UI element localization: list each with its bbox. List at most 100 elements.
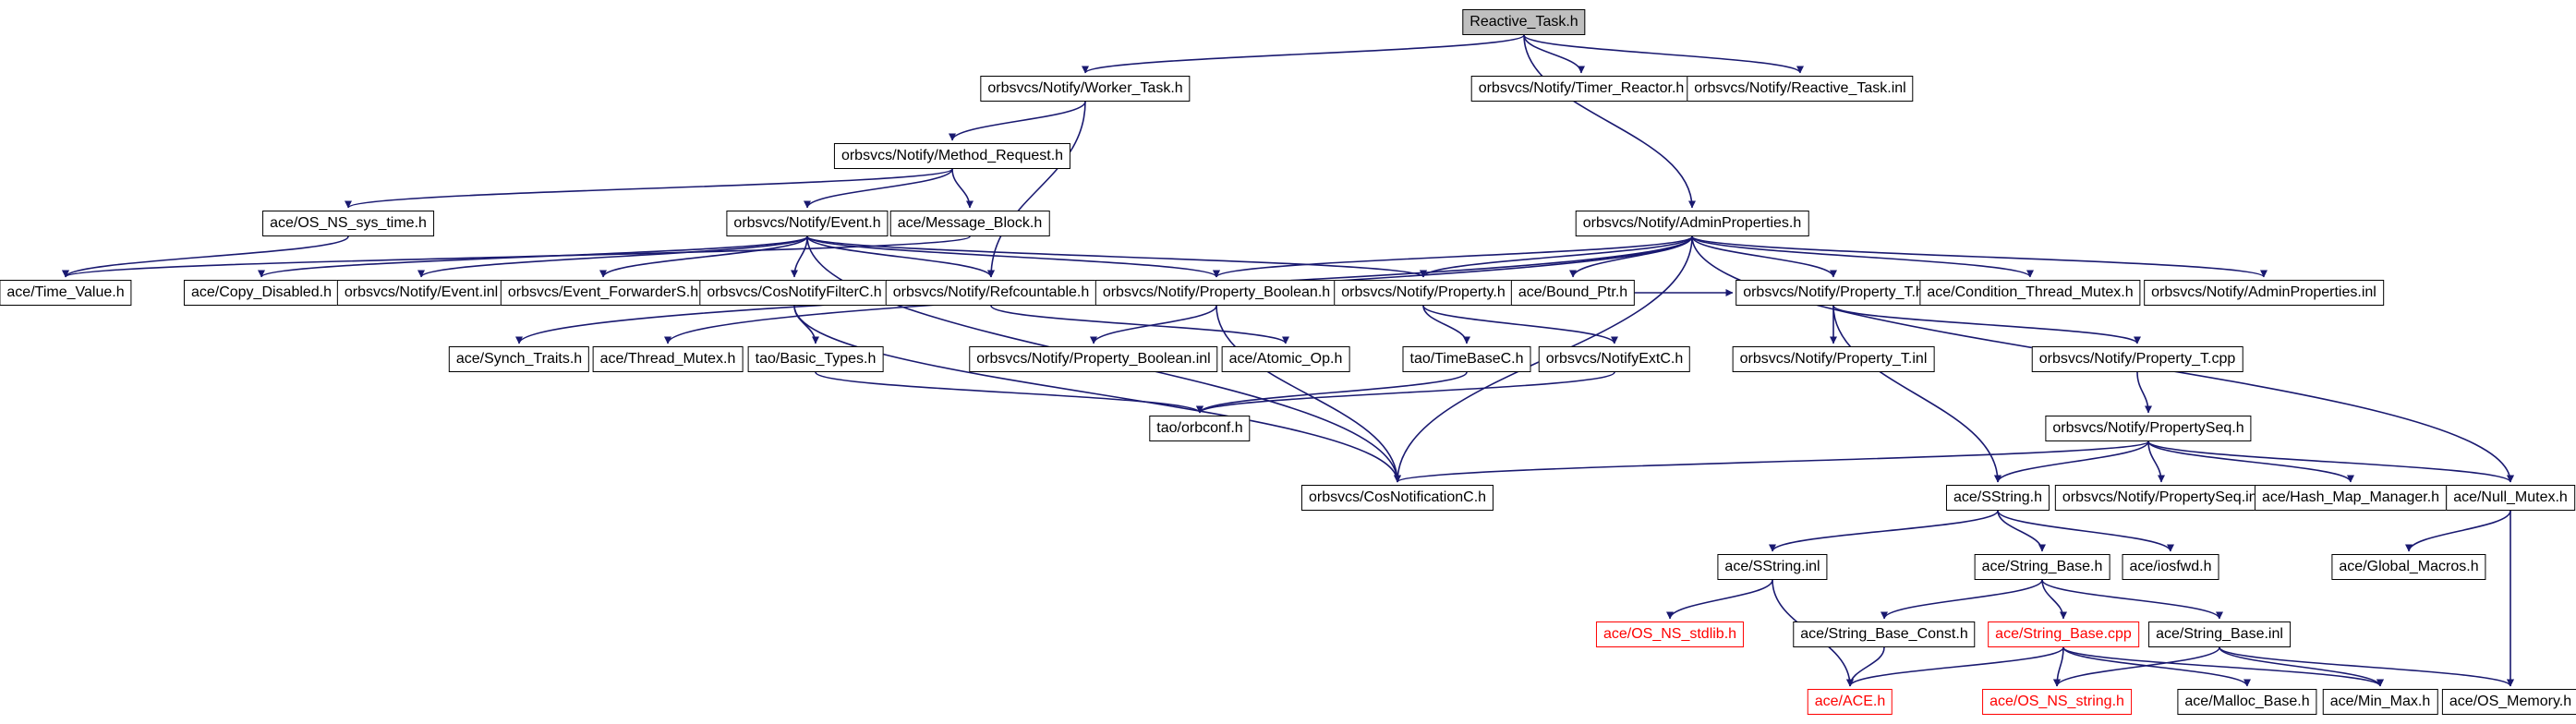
graph-edge-admin_properties_h--admin_properties_inl — [1691, 235, 2268, 278]
graph-node-propertyseq_inl[interactable]: orbsvcs/Notify/PropertySeq.inl — [2054, 485, 2268, 512]
graph-node-worker_task_h[interactable]: orbsvcs/Notify/Worker_Task.h — [980, 76, 1191, 103]
graph-node-admin_properties_inl[interactable]: orbsvcs/Notify/AdminProperties.inl — [2144, 280, 2384, 307]
graph-edge-cosnotifyfilterc_h--basic_types_h — [793, 305, 819, 344]
graph-edge-os_ns_sys_time_h--time_value_h — [62, 235, 349, 278]
graph-edge-property_boolean_h--property_boolean_inl — [1090, 305, 1217, 344]
graph-node-string_base_const_h[interactable]: ace/String_Base_Const.h — [1793, 621, 1976, 648]
graph-node-min_max_h[interactable]: ace/Min_Max.h — [2322, 689, 2438, 716]
graph-edge-sstring_h--string_base_h — [1997, 510, 2046, 552]
graph-edge-admin_properties_h--property_h — [1420, 235, 1693, 278]
graph-node-property_t_inl[interactable]: orbsvcs/Notify/Property_T.inl — [1732, 346, 1935, 373]
graph-node-string_base_cpp[interactable]: ace/String_Base.cpp — [1988, 621, 2139, 648]
graph-edge-string_base_inl--os_memory_h — [2219, 646, 2514, 687]
graph-edge-admin_properties_h--property_t_h — [1691, 235, 1837, 278]
graph-node-copy_disabled_h[interactable]: ace/Copy_Disabled.h — [183, 280, 340, 307]
graph-edge-sstring_h--iosfwd_h — [1997, 510, 2174, 552]
graph-edge-reactive_task_h--admin_properties_h — [1523, 34, 1696, 209]
graph-edge-propertyseq_h--propertyseq_inl — [2147, 440, 2165, 483]
graph-edge-event_h--event_forwarders_h — [599, 235, 808, 278]
graph-node-event_forwarders_h[interactable]: orbsvcs/Event_ForwarderS.h — [500, 280, 707, 307]
graph-node-sstring_h[interactable]: ace/SString.h — [1945, 485, 2050, 512]
graph-node-thread_mutex_h[interactable]: ace/Thread_Mutex.h — [592, 346, 744, 373]
graph-edge-propertyseq_h--hash_map_manager_h — [2147, 440, 2354, 483]
graph-node-notifyextc_h[interactable]: orbsvcs/NotifyExtC.h — [1538, 346, 1691, 373]
graph-node-string_base_h[interactable]: ace/String_Base.h — [1974, 554, 2110, 581]
graph-node-timer_reactor_h[interactable]: orbsvcs/Notify/Timer_Reactor.h — [1470, 76, 1692, 103]
graph-node-hash_map_manager_h[interactable]: ace/Hash_Map_Manager.h — [2254, 485, 2448, 512]
graph-node-event_h[interactable]: orbsvcs/Notify/Event.h — [726, 211, 889, 237]
graph-node-condition_thread_mutex_h[interactable]: ace/Condition_Thread_Mutex.h — [1919, 280, 2141, 307]
graph-edge-property_boolean_h--cosnotificationc_h — [1215, 305, 1401, 483]
graph-edge-null_mutex_h--global_macros_h — [2405, 510, 2511, 552]
graph-edge-event_h--property_h — [806, 235, 1427, 278]
graph-node-property_boolean_inl[interactable]: orbsvcs/Notify/Property_Boolean.inl — [969, 346, 1218, 373]
graph-edge-reactive_task_h--timer_reactor_h — [1523, 34, 1585, 74]
graph-edge-string_base_inl--min_max_h — [2219, 646, 2384, 687]
graph-node-orbconf_h[interactable]: tao/orbconf.h — [1149, 416, 1251, 442]
graph-node-method_request_h[interactable]: orbsvcs/Notify/Method_Request.h — [833, 143, 1071, 170]
graph-edge-reactive_task_h--worker_task_h — [1082, 34, 1525, 74]
graph-node-null_mutex_h[interactable]: ace/Null_Mutex.h — [2446, 485, 2575, 512]
graph-node-string_base_inl[interactable]: ace/String_Base.inl — [2148, 621, 2291, 648]
graph-edge-event_h--copy_disabled_h — [258, 235, 808, 278]
graph-node-ace_h[interactable]: ace/ACE.h — [1807, 689, 1893, 716]
graph-edge-message_block_h--time_value_h — [62, 235, 971, 278]
graph-edge-method_request_h--event_h — [804, 168, 953, 209]
graph-node-os_ns_string_h[interactable]: ace/OS_NS_string.h — [1982, 689, 2132, 716]
graph-node-cosnotifyfilterc_h[interactable]: orbsvcs/CosNotifyFilterC.h — [699, 280, 889, 307]
graph-node-property_t_cpp[interactable]: orbsvcs/Notify/Property_T.cpp — [2031, 346, 2243, 373]
graph-edge-property_h--timebasec_h — [1422, 305, 1470, 344]
graph-edge-property_t_h--sstring_h — [1832, 305, 2002, 483]
graph-node-synch_traits_h[interactable]: ace/Synch_Traits.h — [448, 346, 590, 373]
graph-node-property_h[interactable]: orbsvcs/Notify/Property.h — [1334, 280, 1513, 307]
graph-edge-string_base_cpp--min_max_h — [2062, 646, 2384, 687]
graph-node-os_memory_h[interactable]: ace/OS_Memory.h — [2441, 689, 2576, 716]
graph-edge-propertyseq_h--sstring_h — [1994, 440, 2149, 483]
graph-edge-admin_properties_h--bound_ptr_h — [1569, 235, 1693, 278]
graph-node-admin_properties_h[interactable]: orbsvcs/Notify/AdminProperties.h — [1575, 211, 1809, 237]
graph-node-cosnotificationc_h[interactable]: orbsvcs/CosNotificationC.h — [1300, 485, 1494, 512]
graph-node-propertyseq_h[interactable]: orbsvcs/Notify/PropertySeq.h — [2045, 416, 2252, 442]
graph-edge-propertyseq_h--null_mutex_h — [2147, 440, 2514, 483]
graph-node-os_ns_stdlib_h[interactable]: ace/OS_NS_stdlib.h — [1595, 621, 1745, 648]
graph-edge-worker_task_h--method_request_h — [949, 101, 1086, 141]
graph-node-timebasec_h[interactable]: tao/TimeBaseC.h — [1402, 346, 1531, 373]
graph-node-reactive_task_h: Reactive_Task.h — [1462, 9, 1586, 36]
graph-edge-string_base_cpp--malloc_base_h — [2062, 646, 2251, 687]
graph-edge-string_base_cpp--ace_h — [1846, 646, 2064, 687]
graph-node-property_t_h[interactable]: orbsvcs/Notify/Property_T.h — [1735, 280, 1931, 307]
graph-node-sstring_inl[interactable]: ace/SString.inl — [1717, 554, 1828, 581]
graph-node-global_macros_h[interactable]: ace/Global_Macros.h — [2331, 554, 2486, 581]
graph-edge-sstring_h--sstring_inl — [1769, 510, 1999, 552]
graph-node-refcountable_h[interactable]: orbsvcs/Notify/Refcountable.h — [885, 280, 1097, 307]
graph-node-os_ns_sys_time_h[interactable]: ace/OS_NS_sys_time.h — [262, 211, 434, 237]
graph-node-time_value_h[interactable]: ace/Time_Value.h — [0, 280, 132, 307]
graph-edge-timebasec_h--orbconf_h — [1196, 371, 1468, 414]
graph-edge-method_request_h--os_ns_sys_time_h — [345, 168, 953, 209]
graph-edge-reactive_task_h--reactive_task_inl — [1523, 34, 1804, 74]
graph-node-property_boolean_h[interactable]: orbsvcs/Notify/Property_Boolean.h — [1094, 280, 1338, 307]
graph-edge-admin_properties_h--condition_thread_mutex_h — [1691, 235, 2034, 278]
graph-node-iosfwd_h[interactable]: ace/iosfwd.h — [2122, 554, 2219, 581]
graph-edge-property_h--notifyextc_h — [1422, 305, 1618, 344]
graph-edge-propertyseq_h--cosnotificationc_h — [1394, 440, 2149, 483]
graph-edge-sstring_inl--os_ns_stdlib_h — [1666, 579, 1773, 620]
graph-edge-property_t_cpp--propertyseq_h — [2136, 371, 2152, 414]
graph-edge-basic_types_h--orbconf_h — [815, 371, 1203, 414]
graph-node-basic_types_h[interactable]: tao/Basic_Types.h — [747, 346, 884, 373]
graph-node-event_inl[interactable]: orbsvcs/Notify/Event.inl — [336, 280, 506, 307]
graph-node-malloc_base_h[interactable]: ace/Malloc_Base.h — [2177, 689, 2317, 716]
graph-edge-refcountable_h--atomic_op_h — [990, 305, 1289, 344]
graph-node-bound_ptr_h[interactable]: ace/Bound_Ptr.h — [1510, 280, 1636, 307]
graph-node-reactive_task_inl[interactable]: orbsvcs/Notify/Reactive_Task.inl — [1687, 76, 1914, 103]
graph-edge-string_base_h--string_base_const_h — [1881, 579, 2043, 620]
graph-node-atomic_op_h[interactable]: ace/Atomic_Op.h — [1221, 346, 1350, 373]
graph-node-message_block_h[interactable]: ace/Message_Block.h — [889, 211, 1050, 237]
graph-edge-admin_properties_h--property_boolean_h — [1213, 235, 1693, 278]
graph-edge-string_base_inl--os_ns_string_h — [2053, 646, 2220, 687]
graph-edge-notifyextc_h--orbconf_h — [1196, 371, 1615, 414]
graph-edge-event_h--refcountable_h — [806, 235, 995, 278]
graph-edge-string_base_const_h--ace_h — [1846, 646, 1885, 687]
graph-edge-string_base_h--string_base_cpp — [2041, 579, 2067, 620]
